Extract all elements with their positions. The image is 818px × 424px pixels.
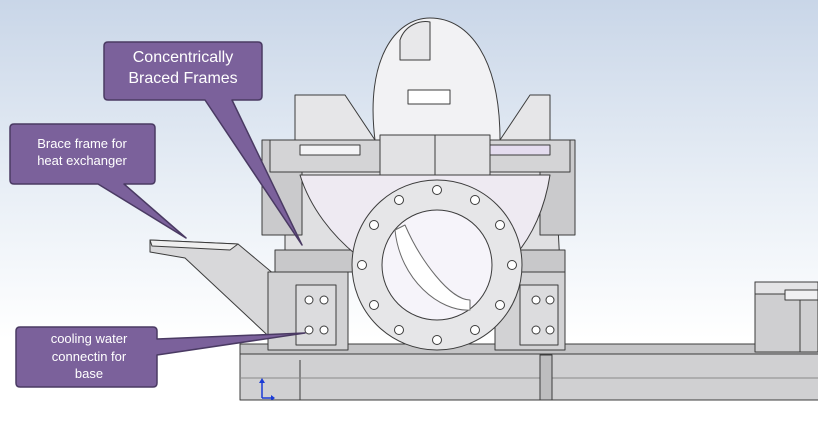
base-rail <box>239 351 818 401</box>
callout-cooling-label: cooling water connectin for base <box>50 331 128 382</box>
axis-triad-icon <box>259 378 275 400</box>
pump-volute-upper <box>372 17 501 141</box>
callout-concentric-label: Concentrically Braced Frames <box>128 49 238 87</box>
callout-brace-label: Brace frame for heat exchanger <box>37 136 127 168</box>
